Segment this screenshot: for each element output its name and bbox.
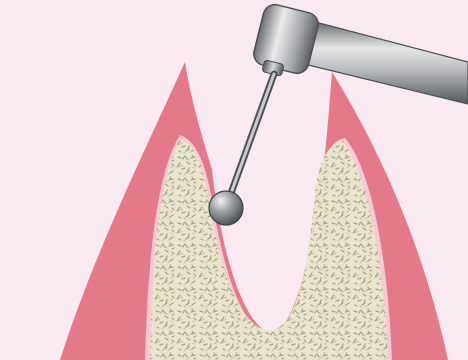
gum-tissue bbox=[60, 62, 448, 360]
bur-shaft-highlight bbox=[230, 74, 274, 196]
handpiece-body bbox=[296, 18, 468, 104]
jaw-bone bbox=[150, 139, 388, 360]
round-bur bbox=[209, 74, 274, 225]
dental-handpiece bbox=[251, 2, 468, 104]
bur-ball bbox=[209, 191, 243, 225]
